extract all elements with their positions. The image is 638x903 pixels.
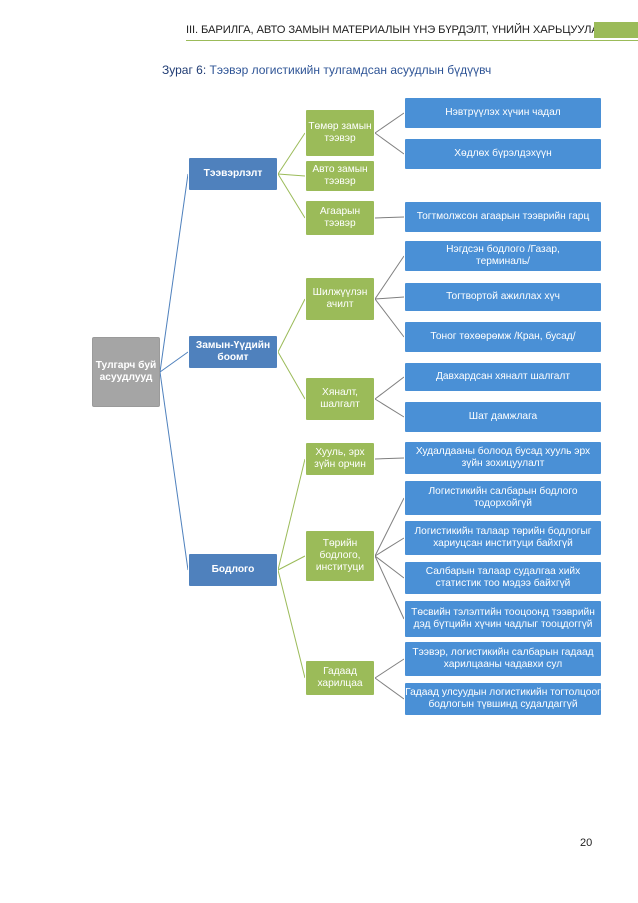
connector-line [277, 458, 306, 571]
connector-line [374, 216, 405, 219]
connector-line [374, 296, 405, 300]
sub-node-foreign-relations: Гадаад харилцаа [305, 660, 375, 696]
leaf-node: Тогтвортой ажиллах хүч [404, 282, 602, 312]
sub-node-air: Агаарын тээвэр [305, 200, 375, 236]
connector-line [374, 255, 405, 300]
connector-line [374, 555, 405, 579]
connector-line [277, 569, 306, 679]
connector-line [374, 457, 405, 460]
leaf-node: Шат дамжлага [404, 401, 602, 433]
connector-line [374, 132, 405, 155]
leaf-node: Төсвийн тэлэлтийн тооцоонд тээврийн дэд … [404, 600, 602, 638]
figure-caption-label: Зураг 6 [162, 63, 203, 77]
sub-node-road: Авто замын тээвэр [305, 160, 375, 192]
sub-node-transshipment: Шилжүүлэн ачилт [305, 277, 375, 321]
connector-line [374, 658, 405, 679]
connector-line [374, 497, 405, 557]
root-node: Тулгарч буй асуудлууд [92, 337, 160, 407]
branch-node-label: Тээвэрлэлт [203, 168, 263, 179]
connector-line [277, 298, 306, 353]
branch-node-zamyn-uud-port: Замын-Үүдийн боомт [188, 335, 278, 369]
connector-line [374, 398, 405, 418]
leaf-node: Худалдааны болоод бусад хууль эрх зүйн з… [404, 441, 602, 475]
leaf-node: Тоног төхөөрөмж /Кран, бусад/ [404, 321, 602, 353]
figure-caption-text: Тээвэр логистикийн тулгамдсан асуудлын б… [209, 63, 492, 77]
leaf-node: Логистикийн салбарын бодлого тодорхойгүй [404, 480, 602, 516]
leaf-node: Нэгдсэн бодлого /Газар, терминаль/ [404, 240, 602, 272]
connector-line [159, 351, 189, 373]
connector-line [277, 173, 306, 177]
leaf-node: Давхардсан хяналт шалгалт [404, 362, 602, 392]
leaf-node: Салбарын талаар судалгаа хийх статистик … [404, 561, 602, 595]
root-node-label: Тулгарч буй асуудлууд [95, 360, 157, 383]
header-rule [186, 40, 638, 41]
leaf-node: Логистикийн талаар төрийн бодлогыг хариу… [404, 520, 602, 556]
connector-line [374, 298, 405, 338]
connector-line [277, 173, 306, 219]
figure-caption: Зураг 6: Тээвэр логистикийн тулгамдсан а… [162, 63, 492, 77]
branch-node-policy: Бодлого [188, 553, 278, 587]
connector-line [374, 537, 405, 557]
connector-line [374, 555, 405, 620]
header-accent-bar [594, 22, 638, 38]
leaf-node: Хөдлөх бүрэлдэхүүн [404, 138, 602, 170]
connector-line [277, 555, 306, 571]
leaf-node: Гадаад улсуудын логистикийн тогтолцоог б… [404, 682, 602, 716]
leaf-node: Тээвэр, логистикийн салбарын гадаад хари… [404, 641, 602, 677]
branch-node-label: Бодлого [211, 564, 255, 575]
connector-line [374, 112, 405, 134]
leaf-node: Тогтмолжсон агаарын тээврийн гарц [404, 201, 602, 233]
connector-line [159, 371, 189, 571]
branch-node-transport: Тээвэрлэлт [188, 157, 278, 191]
connector-line [374, 677, 405, 700]
sub-node-rail: Төмөр замын тээвэр [305, 109, 375, 157]
connector-line [374, 376, 405, 400]
connector-line [159, 173, 189, 373]
sub-node-legal-environment: Хууль, эрх зүйн орчин [305, 442, 375, 476]
sub-node-inspection: Хяналт, шалгалт [305, 377, 375, 421]
sub-node-state-policy: Төрийн бодлого, институци [305, 530, 375, 582]
connector-line [277, 351, 306, 400]
connector-line [277, 132, 306, 175]
branch-node-label: Замын-Үүдийн боомт [195, 340, 271, 363]
page-header-title: III. БАРИЛГА, АВТО ЗАМЫН МАТЕРИАЛЫН ҮНЭ … [186, 24, 613, 36]
leaf-node: Нэвтрүүлэх хүчин чадал [404, 97, 602, 129]
page-number: 20 [580, 837, 593, 849]
